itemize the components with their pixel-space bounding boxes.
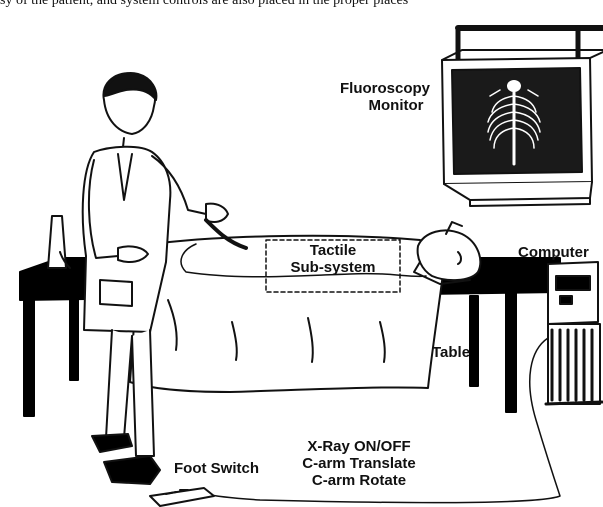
- control-carm-translate: C-arm Translate: [294, 455, 424, 472]
- monitor-mount: [458, 28, 603, 60]
- computer-label: Computer: [518, 244, 589, 261]
- foot-switch-label: Foot Switch: [174, 460, 259, 477]
- fluoroscopy-label-line-2: Monitor: [335, 97, 435, 114]
- tactile-label-line-2: Sub-system: [266, 259, 400, 276]
- fluoroscopy-label-line-1: Fluoroscopy: [335, 80, 435, 97]
- control-carm-rotate: C-arm Rotate: [294, 472, 424, 489]
- fluoroscopy-monitor-label: Fluoroscopy Monitor: [335, 80, 435, 114]
- control-xray-onoff: X-Ray ON/OFF: [294, 438, 424, 455]
- tactile-subsystem-label: Tactile Sub-system: [266, 242, 400, 276]
- system-controls-label: X-Ray ON/OFF C-arm Translate C-arm Rotat…: [294, 438, 424, 489]
- tactile-label-line-1: Tactile: [266, 242, 400, 259]
- fluoroscopy-monitor: [442, 50, 603, 206]
- foot-switch: [150, 488, 214, 506]
- table-label: Table: [432, 344, 470, 361]
- computer-unit: [546, 262, 602, 404]
